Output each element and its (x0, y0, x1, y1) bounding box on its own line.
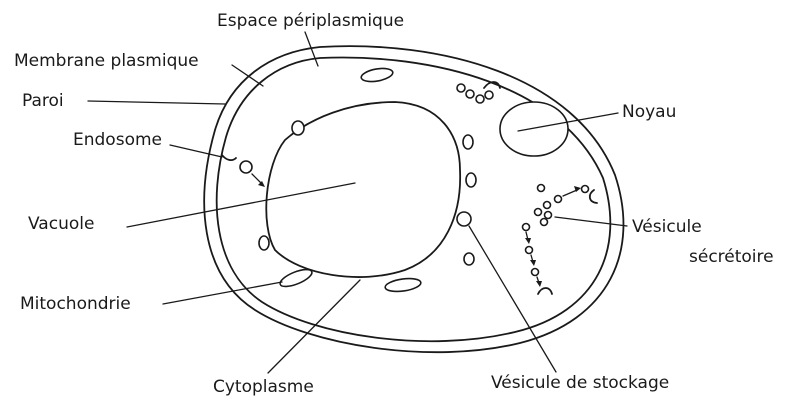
secretory-arrowhead (536, 281, 542, 287)
nucleus-shape (500, 102, 568, 156)
storage-vesicle-shape (360, 66, 394, 83)
storage-vesicle-shape (259, 236, 269, 250)
storage-vesicle-shape (466, 173, 476, 187)
secretory-vesicle-shape (545, 212, 552, 219)
storage-vesicle-shape (457, 212, 471, 226)
endosome-shape (240, 161, 252, 173)
secretory-fusion (590, 190, 597, 203)
label-membrane-plasmique: Membrane plasmique (14, 51, 199, 71)
secretory-vesicle-shape (582, 186, 589, 193)
exocytosis-vesicle-shape (485, 91, 493, 99)
label-mitochondrie: Mitochondrie (20, 294, 131, 314)
leader-line-cytoplasme (268, 280, 360, 373)
secretory-arrowhead (530, 260, 536, 266)
label-cytoplasme: Cytoplasme (213, 377, 314, 397)
label-noyau: Noyau (622, 102, 676, 122)
secretory-vesicle-shape (523, 224, 530, 231)
label-espace-periplasmique: Espace périplasmique (217, 11, 404, 31)
leader-line-mitochondrie (163, 282, 282, 304)
secretory-vesicle-shape (541, 219, 548, 226)
storage-vesicle-shape (292, 121, 304, 135)
secretory-vesicle-shape (532, 269, 539, 276)
leader-line-endosome (170, 145, 222, 157)
secretory-vesicle-shape (555, 196, 562, 203)
exocytosis-vesicle-shape (476, 95, 484, 103)
endocytosis-pit (222, 155, 236, 160)
label-vesicule-de-stockage: Vésicule de stockage (491, 373, 669, 393)
secretory-vesicle-shape (538, 185, 545, 192)
storage-vesicle-shape (464, 253, 474, 265)
storage-vesicle-shape (463, 135, 473, 149)
leader-line-vacuole (127, 183, 355, 227)
plasma-membrane-outline (217, 58, 611, 342)
secretory-vesicle-shape (544, 202, 551, 209)
mitochondrion-shape (278, 266, 314, 290)
secretory-vesicle-shape (535, 209, 542, 216)
exocytosis-vesicle-shape (466, 90, 474, 98)
leader-line-paroi (88, 101, 225, 104)
secretory-vesicle-shape (526, 247, 533, 254)
label-vesicule-secretoire-line2: sécrétoire (689, 247, 774, 267)
label-vesicule-secretoire-line1: Vésicule (632, 217, 702, 237)
label-paroi: Paroi (22, 91, 64, 111)
secretory-fusion (538, 288, 552, 294)
mitochondrion-shape (384, 277, 421, 294)
label-vacuole: Vacuole (28, 214, 94, 234)
secretory-arrowhead (525, 238, 531, 244)
label-endosome: Endosome (73, 130, 162, 150)
secretory-arrow (563, 190, 577, 196)
exocytosis-vesicle-shape (457, 84, 465, 92)
leader-line-vesicule-secretoire (555, 217, 627, 226)
